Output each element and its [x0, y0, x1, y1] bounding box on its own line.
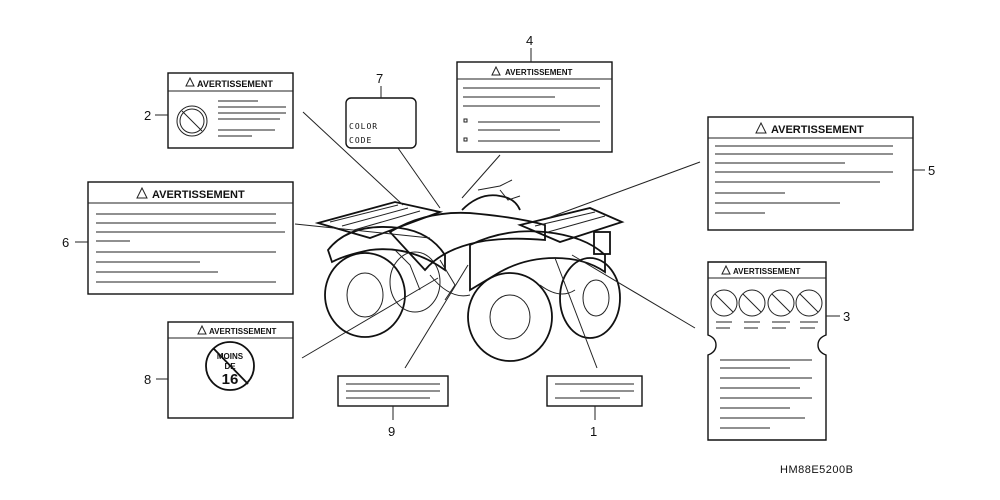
warning-triangle-icon [755, 121, 767, 134]
warning-title: AVERTISSEMENT [771, 124, 864, 136]
warning-title: AVERTISSEMENT [733, 267, 801, 276]
callout-1: 1 [590, 424, 597, 439]
warning-triangle-icon [136, 186, 148, 199]
leader-1 [554, 257, 598, 369]
color-code-line1: COLOR [349, 122, 378, 131]
label-8: AVERTISSEMENT MOINS DE 16 [167, 321, 294, 419]
callout-3: 3 [843, 309, 850, 324]
warning-triangle-icon [185, 76, 195, 87]
leader-2 [302, 111, 404, 206]
label-9 [337, 375, 449, 407]
leader-3 [571, 254, 696, 329]
callout-6: 6 [62, 235, 69, 250]
leader-6 [294, 223, 431, 239]
prohibition-icons [710, 289, 823, 317]
atv-illustration [314, 179, 625, 362]
callout-7: 7 [376, 71, 383, 86]
warning-triangle-icon [491, 65, 501, 76]
warning-title: AVERTISSEMENT [209, 327, 277, 336]
age-line1: MOINS [217, 352, 244, 361]
bullet-icon [463, 137, 468, 142]
callout-4: 4 [526, 33, 533, 48]
leader-9 [404, 264, 469, 369]
warning-title: AVERTISSEMENT [152, 189, 245, 201]
callout-9: 9 [388, 424, 395, 439]
label-3: AVERTISSEMENT [707, 261, 827, 441]
label-7: COLOR CODE [345, 97, 417, 149]
warning-triangle-icon [721, 264, 731, 275]
prohibition-icon [176, 105, 208, 137]
label-4: AVERTISSEMENT [456, 61, 613, 153]
warning-triangle-icon [197, 324, 207, 335]
callout-2: 2 [144, 108, 151, 123]
label-5: AVERTISSEMENT [707, 116, 914, 231]
leader-4 [461, 154, 501, 199]
warning-title: AVERTISSEMENT [505, 68, 573, 77]
leader-lines [294, 111, 701, 369]
leader-5 [547, 161, 701, 219]
color-code-line2: CODE [349, 136, 372, 145]
bullet-icon [463, 118, 468, 123]
label-1 [546, 375, 643, 407]
callout-5: 5 [928, 163, 935, 178]
label-2: AVERTISSEMENT [167, 72, 294, 149]
diagram-code: HM88E5200B [780, 464, 854, 476]
label-6: AVERTISSEMENT [87, 181, 294, 295]
leader-7 [397, 147, 441, 209]
callouts: 2 7 4 5 6 3 8 9 1 [62, 33, 935, 439]
age-line2: DE [224, 362, 236, 371]
callout-8: 8 [144, 372, 151, 387]
warning-title: AVERTISSEMENT [197, 79, 273, 89]
leader-8 [301, 277, 439, 359]
age-line3: 16 [222, 371, 239, 388]
no-under-16-icon [205, 341, 255, 391]
